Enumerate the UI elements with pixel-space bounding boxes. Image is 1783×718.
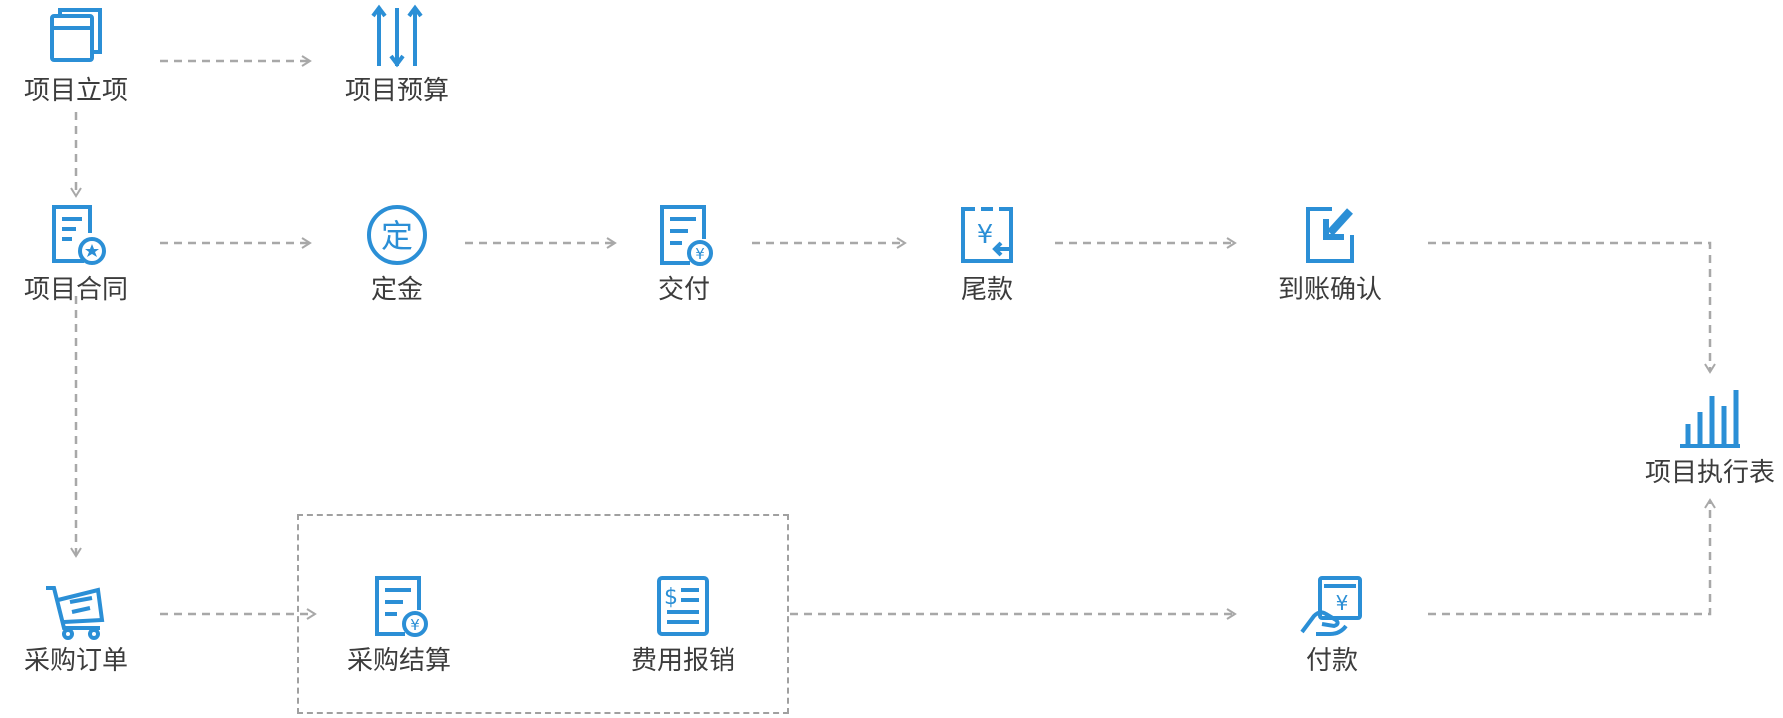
settlement-group-box: [297, 514, 789, 714]
document-yen-icon: ¥: [648, 199, 720, 271]
document-yen-icon: ¥: [363, 570, 435, 642]
node-label: 采购结算: [346, 646, 451, 676]
contract-icon: [40, 199, 112, 271]
node-label: 付款: [1305, 646, 1358, 676]
node-label: 项目执行表: [1644, 458, 1775, 488]
node-label: 费用报销: [630, 646, 735, 676]
svg-text:¥: ¥: [695, 245, 705, 263]
svg-text:¥: ¥: [1336, 591, 1349, 615]
browser-window-icon: [40, 0, 112, 72]
node-label: 项目合同: [23, 275, 128, 305]
node-label: 采购订单: [23, 646, 128, 676]
node-label: 项目预算: [344, 76, 449, 106]
svg-text:¥: ¥: [977, 220, 994, 250]
node-label: 定金: [370, 275, 423, 305]
svg-text:$: $: [664, 585, 678, 610]
sliders-icon: [361, 0, 433, 72]
deposit-icon: 定: [361, 199, 433, 271]
bar-chart-icon: [1674, 382, 1746, 454]
cart-icon: [40, 570, 112, 642]
dollar-sheet-icon: $: [647, 570, 719, 642]
clipboard-yen-icon: ¥: [951, 199, 1023, 271]
node-label: 到账确认: [1277, 275, 1382, 305]
node-label: 交付: [657, 275, 710, 305]
svg-text:定: 定: [381, 217, 413, 255]
svg-text:¥: ¥: [410, 616, 420, 634]
connector-payment-report: [1428, 498, 1716, 616]
node-label: 尾款: [960, 275, 1013, 305]
hand-yen-icon: ¥: [1296, 570, 1368, 642]
connector-receipt-report: [1428, 241, 1716, 374]
arrow-in-box-icon: [1294, 199, 1366, 271]
node-label: 项目立项: [23, 76, 128, 106]
